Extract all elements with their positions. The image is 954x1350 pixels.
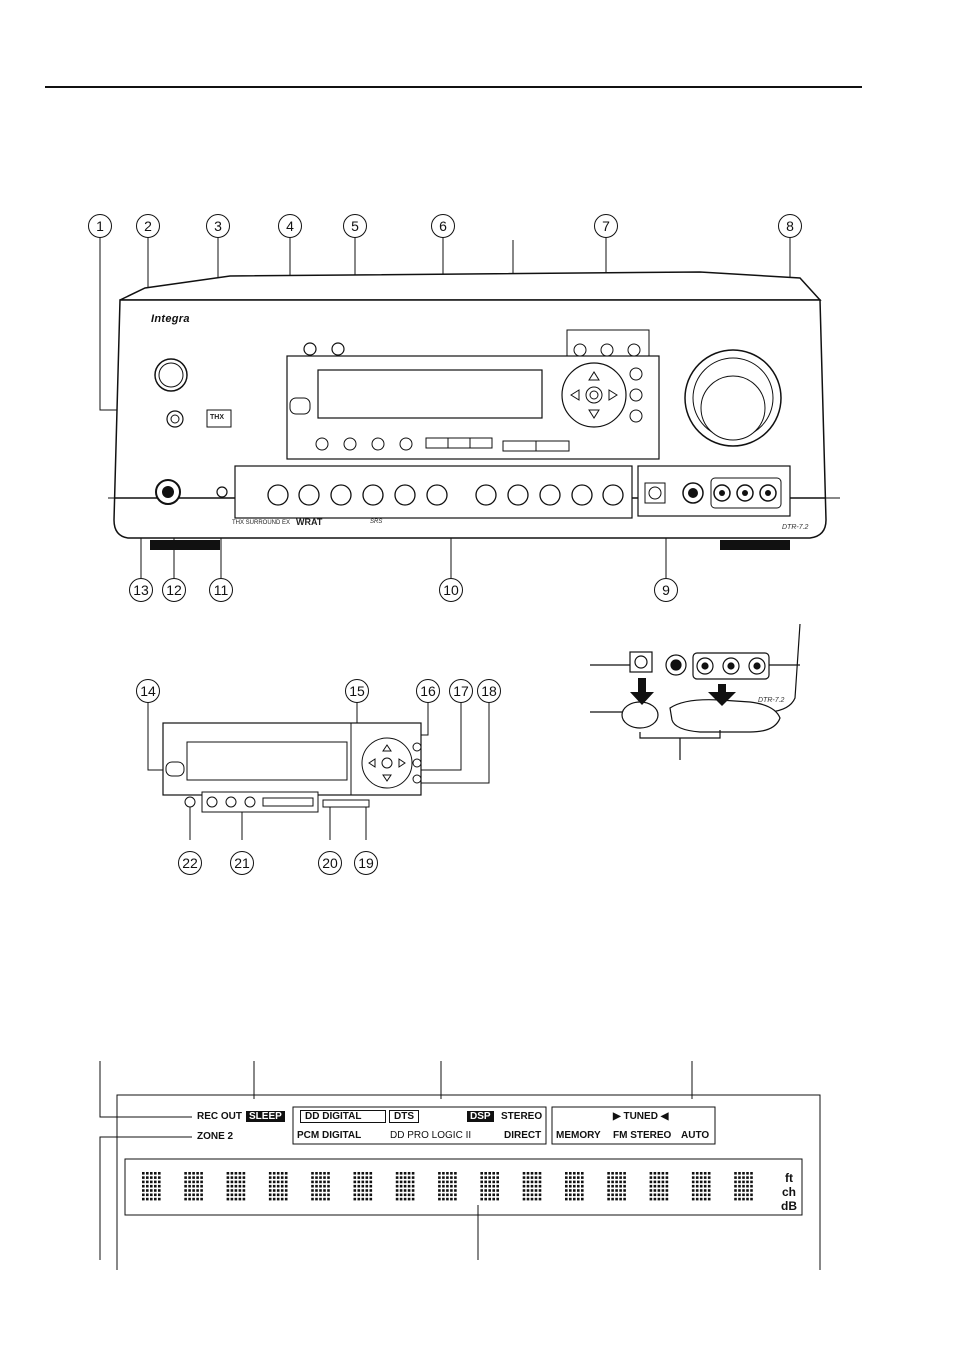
callout-19: 19 (354, 851, 378, 875)
brand-logo: Integra (151, 313, 190, 325)
segment-cell (311, 1172, 330, 1200)
segment-cell (480, 1172, 499, 1200)
segment-cell (650, 1172, 669, 1200)
callout-18: 18 (477, 679, 501, 703)
segment-cell (692, 1172, 711, 1200)
ind-memory: MEMORY (556, 1130, 601, 1141)
segment-cell (142, 1172, 161, 1200)
callout-21: 21 (230, 851, 254, 875)
ind-zone2: ZONE 2 (197, 1131, 233, 1142)
segment-cell (184, 1172, 203, 1200)
callout-3: 3 (206, 214, 230, 238)
ind-dd-digital: DD DIGITAL (300, 1110, 386, 1123)
front-panel-illustration (0, 0, 954, 620)
unit-ft: ft (778, 1172, 800, 1185)
callout-16: 16 (416, 679, 440, 703)
callout-17: 17 (449, 679, 473, 703)
callout-7: 7 (594, 214, 618, 238)
ind-dsp: DSP (467, 1111, 494, 1122)
ind-stereo: STEREO (501, 1111, 542, 1122)
callout-14: 14 (136, 679, 160, 703)
logo-thx-surround: THX SURROUND EX (232, 520, 290, 526)
callout-13: 13 (129, 578, 153, 602)
av-cover-detail (590, 620, 810, 770)
ind-direct: DIRECT (504, 1130, 541, 1141)
ind-rec-out: REC OUT (197, 1111, 242, 1122)
callout-20: 20 (318, 851, 342, 875)
logo-wrat: WRAT (296, 517, 322, 527)
logo-srs: SRS (370, 519, 382, 525)
thx-badge: THX (210, 414, 224, 421)
callout-1: 1 (88, 214, 112, 238)
callout-15: 15 (345, 679, 369, 703)
callout-8: 8 (778, 214, 802, 238)
display-window-detail (0, 620, 954, 900)
callout-10: 10 (439, 578, 463, 602)
segment-cell (269, 1172, 288, 1200)
segment-cell (523, 1172, 542, 1200)
ind-sleep: SLEEP (246, 1111, 285, 1122)
display-legend-lines (0, 1055, 954, 1270)
ind-dd-pro-logic: DD PRO LOGIC II (390, 1130, 471, 1141)
segment-cell (227, 1172, 246, 1200)
ind-pcm-digital: PCM DIGITAL (297, 1130, 361, 1141)
model-label: DTR-7.2 (782, 524, 808, 531)
segment-cell (565, 1172, 584, 1200)
ind-auto: AUTO (681, 1130, 709, 1141)
segment-cell (734, 1172, 753, 1200)
ind-tuned: ▶ TUNED ◀ (613, 1111, 668, 1122)
detail-model-label: DTR-7.2 (758, 697, 784, 704)
callout-6: 6 (431, 214, 455, 238)
callout-2: 2 (136, 214, 160, 238)
callout-11: 11 (209, 578, 233, 602)
callout-4: 4 (278, 214, 302, 238)
callout-9: 9 (654, 578, 678, 602)
callout-12: 12 (162, 578, 186, 602)
segment-cell (354, 1172, 373, 1200)
unit-ch: ch (778, 1186, 800, 1199)
segment-cell (607, 1172, 626, 1200)
callout-22: 22 (178, 851, 202, 875)
callout-5: 5 (343, 214, 367, 238)
segment-cell (396, 1172, 415, 1200)
ind-dts: DTS (389, 1110, 419, 1123)
segment-cell (438, 1172, 457, 1200)
unit-db: dB (778, 1200, 800, 1213)
ind-fm-stereo: FM STEREO (613, 1130, 671, 1141)
